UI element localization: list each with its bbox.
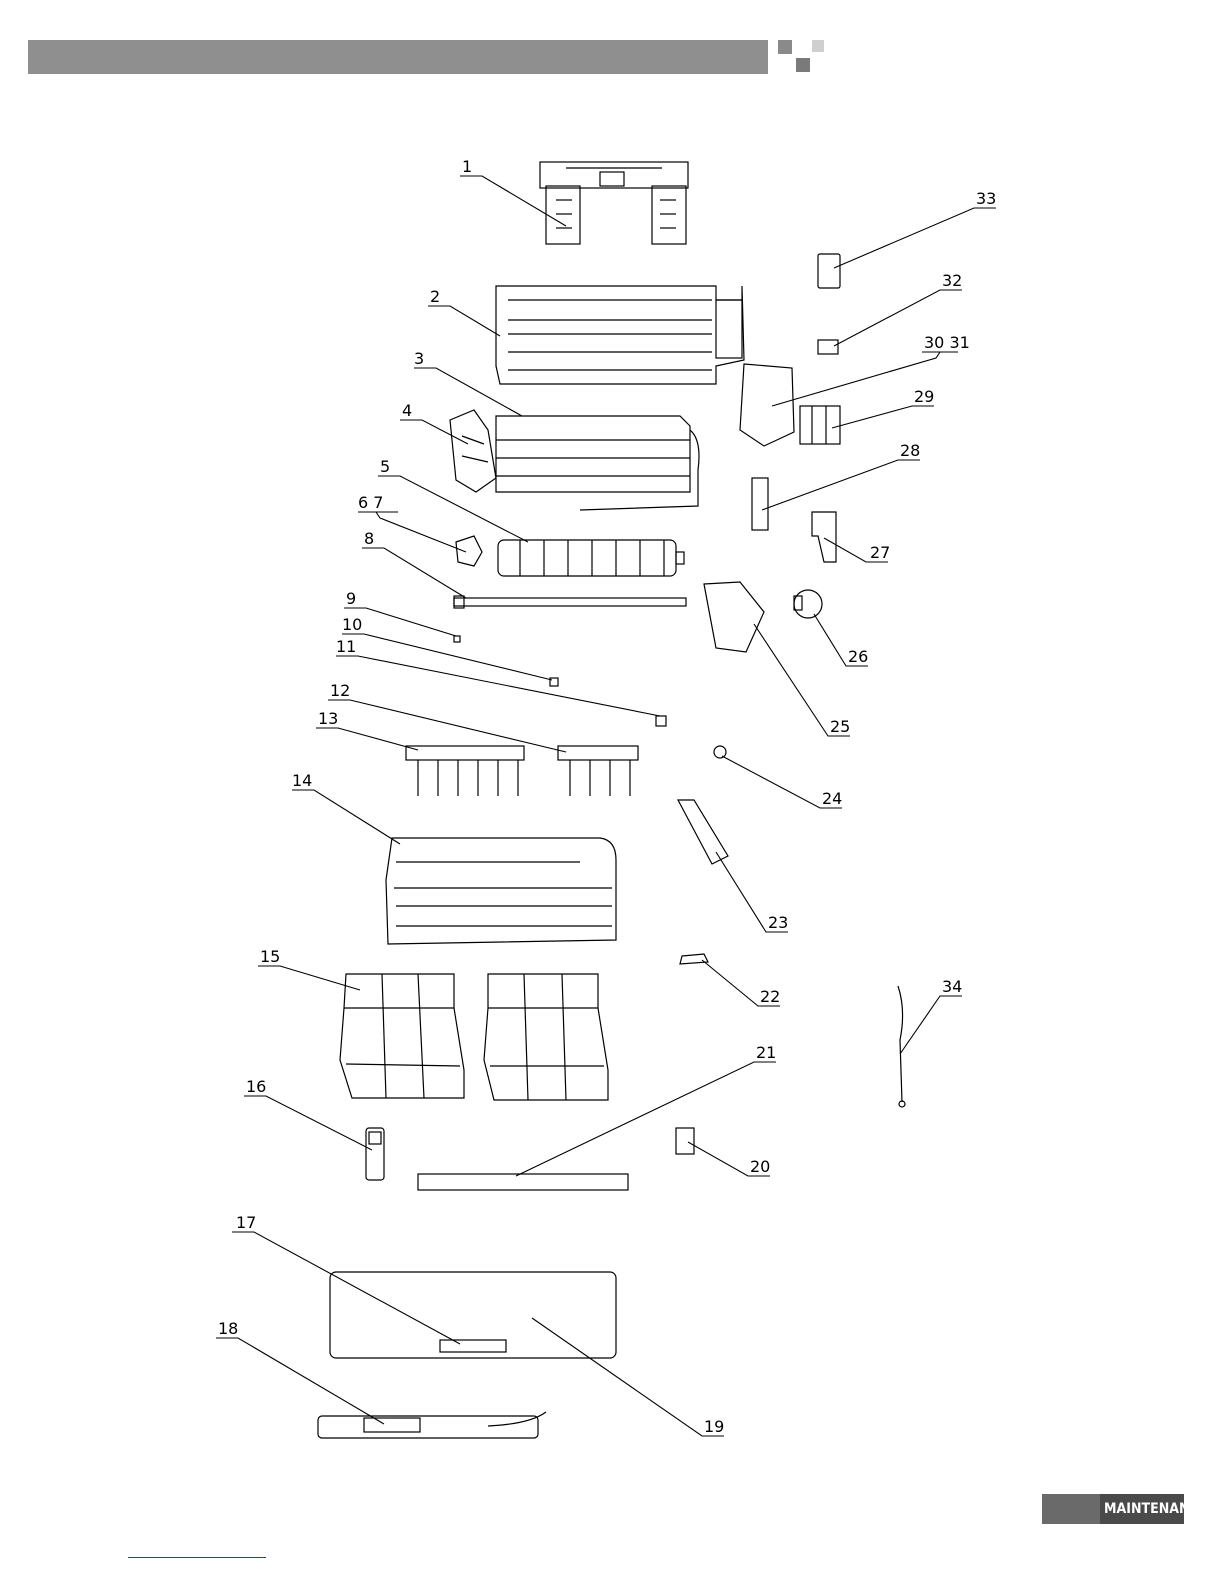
section-tab-label: MAINTENANCE [1104, 1494, 1207, 1524]
callout-25: 25 [830, 717, 850, 736]
part-evaporator [496, 416, 699, 510]
part-24-crank [714, 746, 726, 758]
callout-19: 19 [704, 1417, 724, 1436]
part-display-board [318, 1412, 546, 1438]
part-chassis [496, 286, 744, 384]
callout-18: 18 [218, 1319, 238, 1338]
part-22-bracket [680, 954, 708, 964]
part-10-fastener [550, 678, 558, 686]
leader-lines [216, 176, 996, 1436]
callout-5: 5 [380, 457, 390, 476]
callout-16: 16 [246, 1077, 266, 1096]
callout-32: 32 [942, 271, 962, 290]
part-30-31-electric-box [740, 364, 794, 446]
part-louver-assembly-left [406, 746, 524, 796]
callout-12: 12 [330, 681, 350, 700]
bottom-link-underline[interactable] [128, 1557, 266, 1558]
part-louver-assembly-right [558, 746, 638, 796]
callout-28: 28 [900, 441, 920, 460]
part-side-plate [450, 410, 496, 492]
callout-22: 22 [760, 987, 780, 1006]
callout-34: 34 [942, 977, 962, 996]
callout-4: 4 [402, 401, 412, 420]
part-mounting-plate [540, 162, 688, 244]
part-34-sensor [898, 986, 903, 1102]
callout-1: 1 [462, 157, 472, 176]
callout-30-31: 30 31 [924, 333, 970, 352]
part-28-box [752, 478, 768, 530]
callout-21: 21 [756, 1043, 776, 1062]
callout-27: 27 [870, 543, 890, 562]
callout-11: 11 [336, 637, 356, 656]
section-tab-lead [1042, 1494, 1100, 1524]
part-29-terminal-board [800, 406, 840, 444]
callout-24: 24 [822, 789, 842, 808]
callout-13: 13 [318, 709, 338, 728]
callout-29: 29 [914, 387, 934, 406]
part-front-panel [330, 1272, 616, 1358]
part-filters [340, 974, 608, 1100]
callout-23: 23 [768, 913, 788, 932]
callout-15: 15 [260, 947, 280, 966]
section-tab: MAINTENANCE [1042, 1494, 1184, 1524]
part-cross-flow-fan [498, 540, 684, 576]
part-bearing-holder [456, 536, 482, 566]
part-23-cover [678, 800, 728, 864]
callout-33: 33 [976, 189, 996, 208]
part-32-connector [818, 340, 838, 354]
callout-26: 26 [848, 647, 868, 666]
callout-10: 10 [342, 615, 362, 634]
part-21-strip [418, 1174, 628, 1190]
callout-9: 9 [346, 589, 356, 608]
callout-6-7: 6 7 [358, 493, 383, 512]
part-drive-rod [454, 596, 686, 608]
part-front-case [386, 838, 616, 944]
callout-17: 17 [236, 1213, 256, 1232]
part-26-fan-motor [794, 590, 822, 618]
callout-8: 8 [364, 529, 374, 548]
callout-2: 2 [430, 287, 440, 306]
part-11-fastener [656, 716, 666, 726]
part-20-clip [676, 1128, 694, 1154]
callout-14: 14 [292, 771, 312, 790]
part-9-fastener [454, 636, 460, 642]
part-33-cover [818, 254, 840, 288]
callout-3: 3 [414, 349, 424, 368]
part-remote-control [366, 1128, 384, 1180]
part-27-box-cover [812, 512, 836, 562]
part-25-motor-cover [704, 582, 764, 652]
callout-20: 20 [750, 1157, 770, 1176]
